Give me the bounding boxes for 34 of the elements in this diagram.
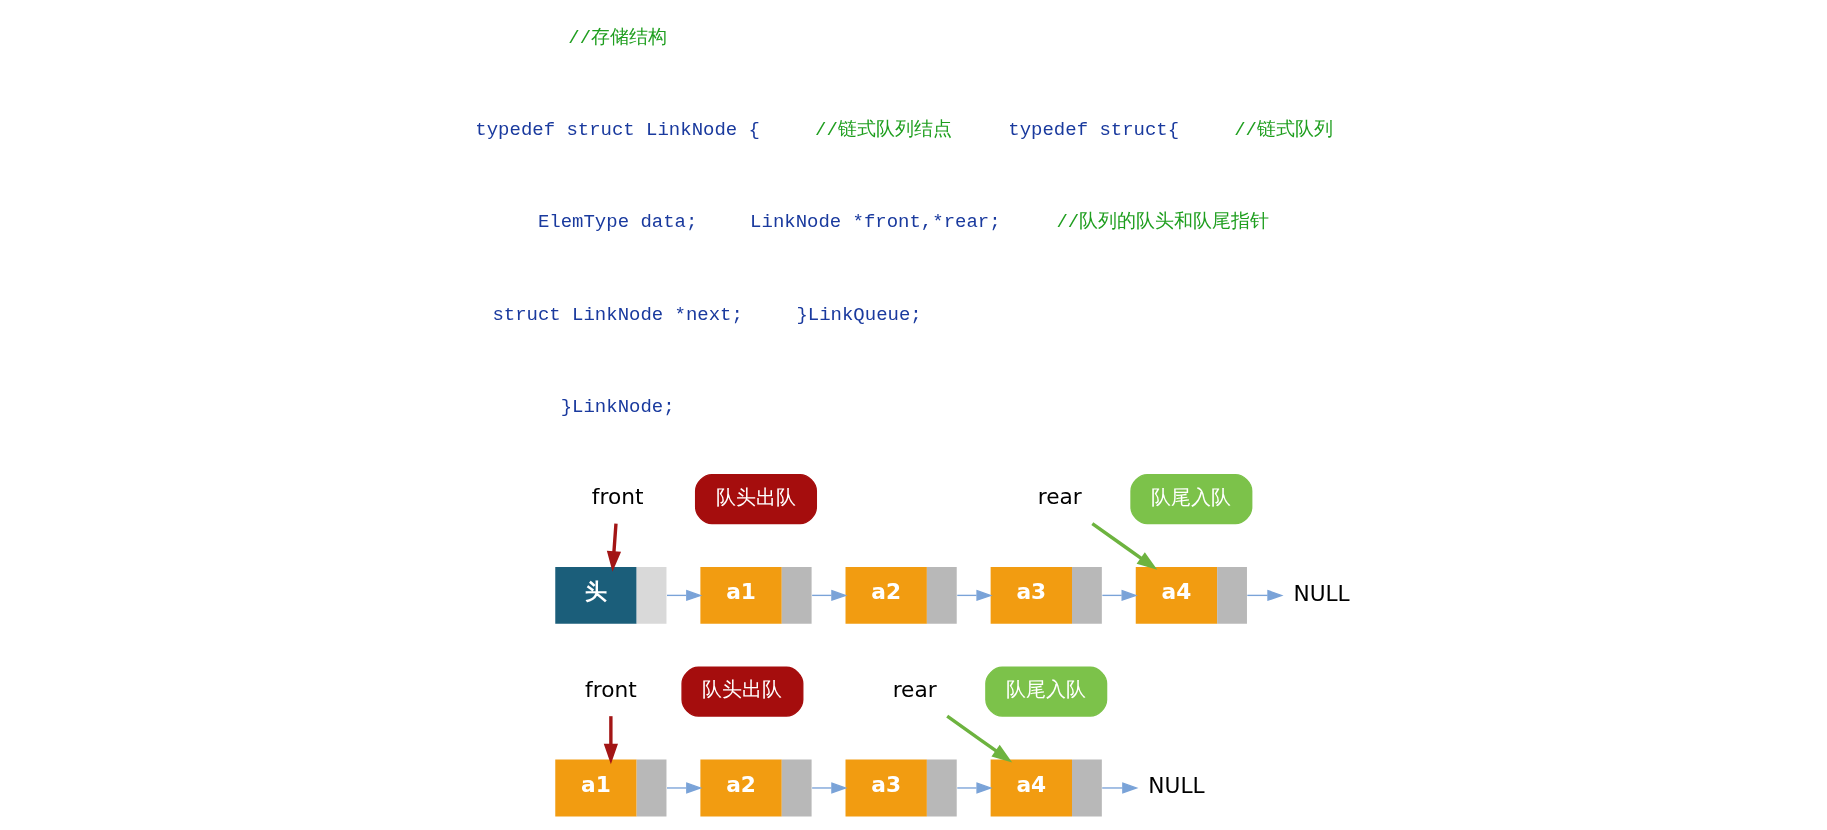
arrow — [945, 714, 1012, 763]
arrow — [1101, 589, 1138, 602]
node-text: NULL — [1292, 580, 1350, 606]
arrow — [665, 589, 702, 602]
node-box: 队尾入队 — [984, 666, 1107, 717]
node-text: front — [584, 676, 637, 702]
label: //队列的队头和队尾指针 — [1055, 211, 1269, 234]
arrow — [956, 782, 993, 794]
label: //链式队列结点 — [814, 119, 952, 142]
arrow — [1090, 522, 1157, 570]
arrow — [606, 523, 621, 572]
arrow — [810, 782, 848, 794]
arrow — [1101, 782, 1138, 794]
label: struct LinkNode *next; — [491, 303, 743, 326]
label: //存储结构 — [567, 26, 667, 49]
label: //链式队列 — [1233, 119, 1333, 142]
node-text: rear — [1037, 484, 1082, 510]
label: LinkNode *front,*rear; — [749, 211, 1001, 234]
arrow — [956, 589, 993, 602]
arrow — [810, 589, 848, 602]
label: typedef struct{ — [1007, 119, 1179, 142]
node-box: 队尾入队 — [1129, 474, 1252, 525]
label: }LinkQueue; — [795, 303, 922, 326]
node-text: NULL — [1147, 773, 1205, 799]
label: }LinkNode; — [560, 395, 675, 418]
node-box: 队头出队 — [680, 666, 803, 717]
arrow — [603, 716, 618, 765]
arrow — [665, 782, 702, 794]
node-box: 队头出队 — [694, 474, 817, 525]
node-text: front — [591, 484, 643, 510]
arrow — [1246, 589, 1284, 602]
node-text: rear — [892, 676, 937, 702]
label: typedef struct LinkNode { — [474, 119, 760, 142]
label: ElemType data; — [537, 211, 697, 234]
